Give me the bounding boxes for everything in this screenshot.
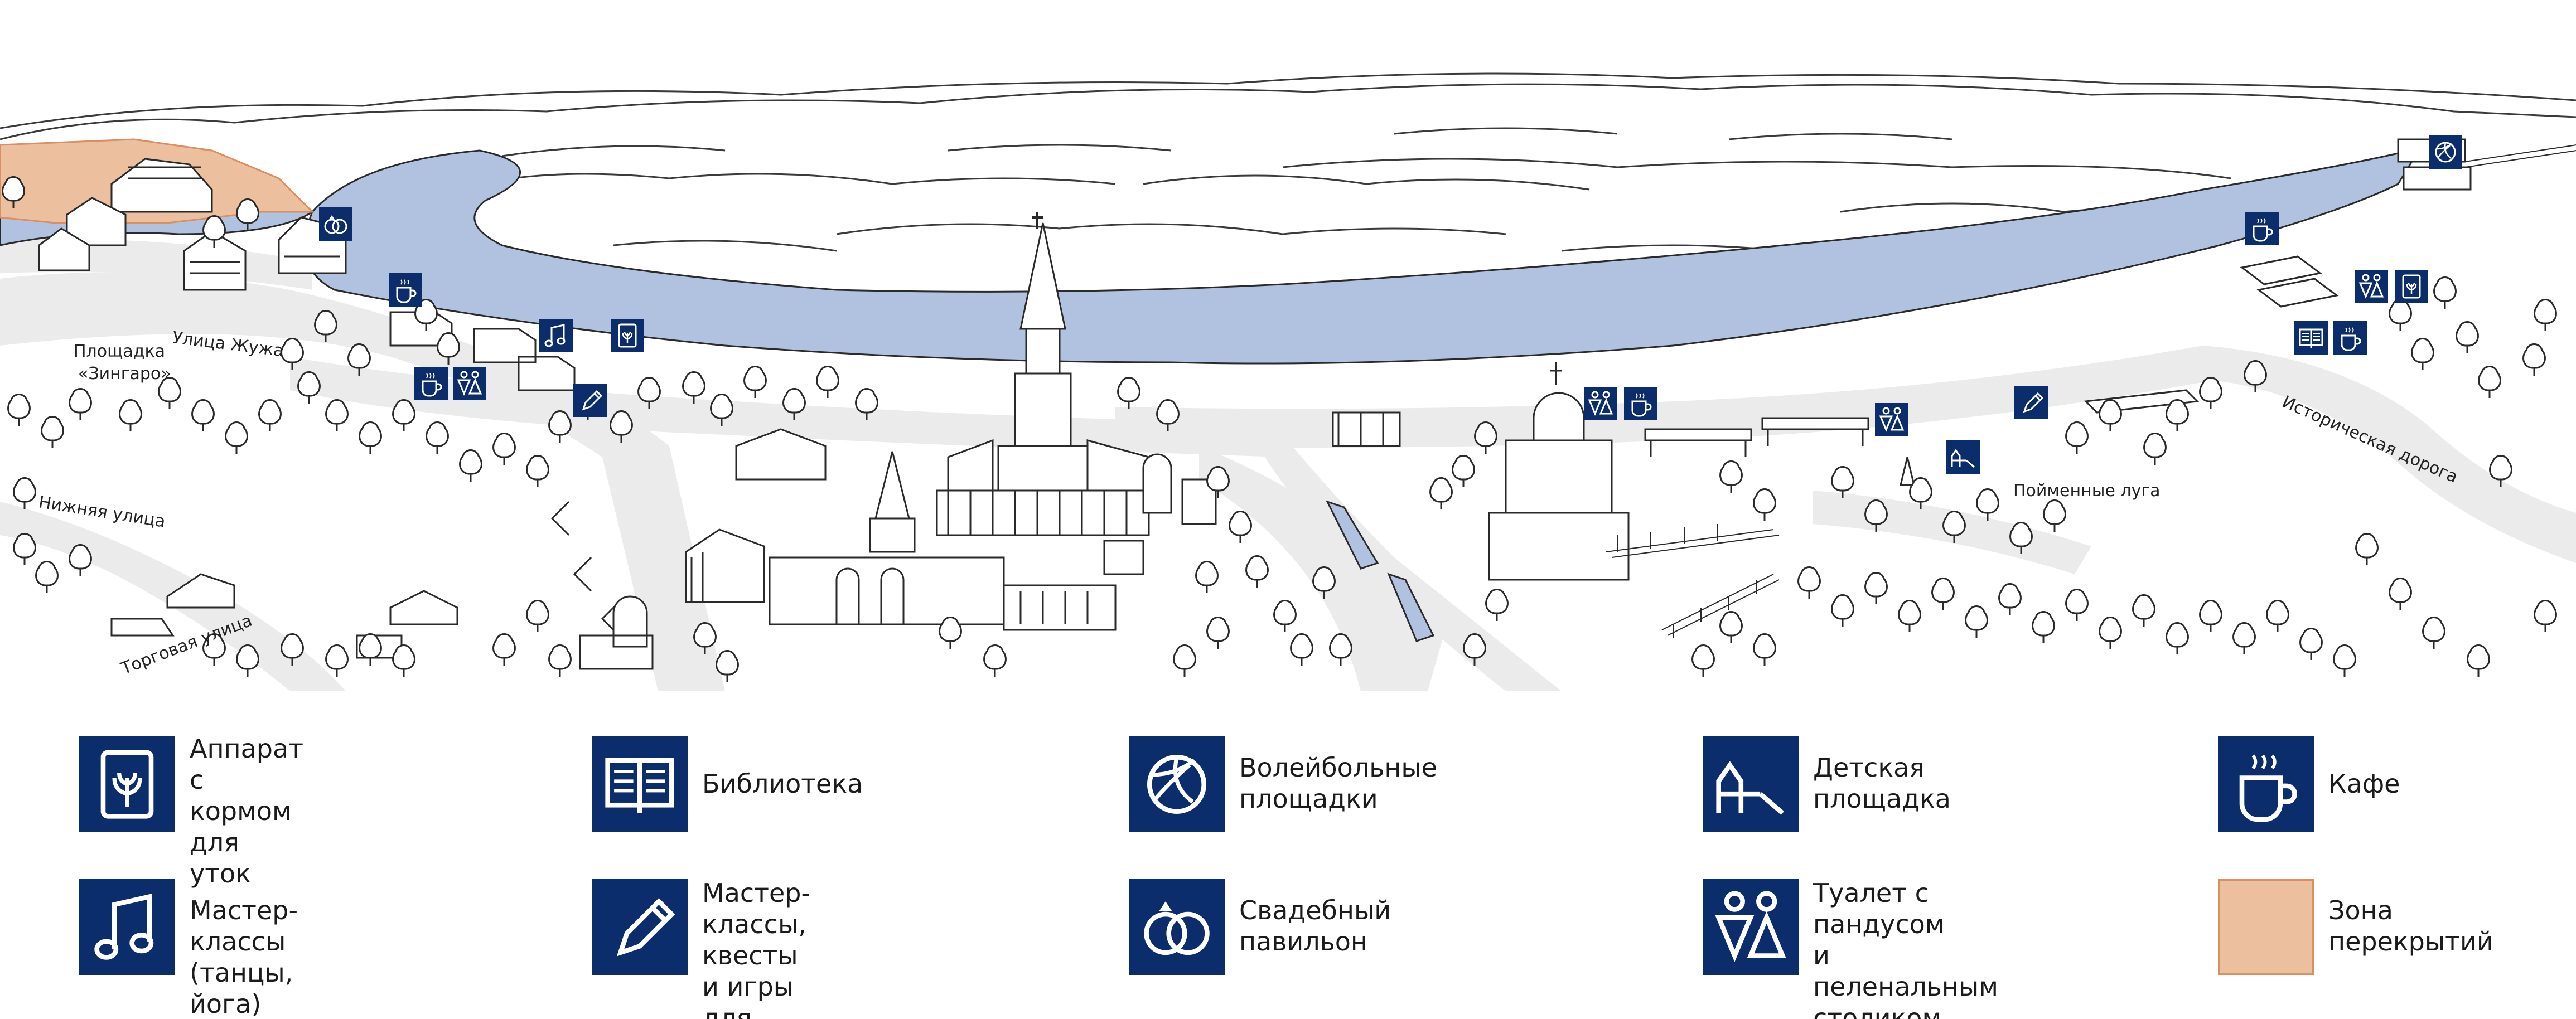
cup-icon	[2218, 736, 2314, 832]
legend-label-kids: Мастер-классы, квесты и игры для детей	[702, 878, 811, 1019]
river	[304, 146, 2423, 365]
legend-label-duck-feeder: Аппарат с кормом для уток	[190, 734, 303, 889]
fences	[1606, 144, 2576, 638]
pond-2	[1387, 572, 1435, 642]
rings-icon	[1129, 879, 1225, 975]
legend-label-cafe: Кафе	[2328, 769, 2400, 799]
book-icon	[592, 736, 688, 832]
legend-label-overlap: Зона перекрытий	[2328, 895, 2493, 957]
label-zingaro-1: Площадка	[74, 342, 165, 361]
music-note-icon	[79, 879, 175, 975]
overlap-zone-swatch	[2218, 879, 2314, 975]
toilet-icon	[1703, 879, 1799, 975]
ascension-church	[936, 212, 1150, 536]
legend-label-music: Мастер-классы (танцы, йога)	[190, 895, 298, 1019]
legend-label-library: Библиотека	[702, 769, 863, 799]
hills	[0, 72, 2576, 252]
legend-label-playground: Детская площадка	[1813, 753, 1951, 814]
legend-label-toilet: Туалет с пандусом и пеленальным столиком	[1813, 878, 1998, 1019]
playground-icon	[1703, 736, 1799, 832]
legend-label-volleyball: Волейбольные площадки	[1239, 753, 1438, 814]
legend-label-wedding: Свадебный павильон	[1239, 895, 1391, 957]
pencil-icon	[592, 879, 688, 975]
label-meadows: Пойменные луга	[2013, 481, 2160, 501]
park-map[interactable]: Улица Жужа Площадка «Зингаро» Нижняя ули…	[0, 0, 2576, 691]
volleyball-icon	[1129, 736, 1225, 832]
duck-feeder-icon	[79, 736, 175, 832]
gate-church	[685, 428, 1117, 631]
pond-1	[1326, 500, 1379, 570]
buildings-right	[356, 138, 2472, 670]
label-zingaro-2: «Зингаро»	[78, 364, 171, 384]
